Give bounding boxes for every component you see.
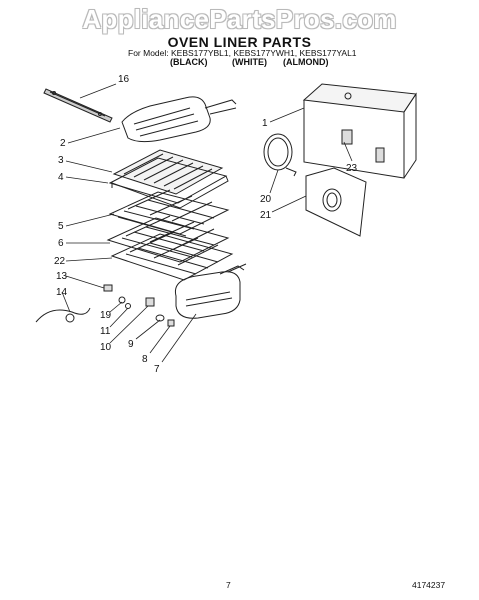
part-16-bracket bbox=[43, 88, 113, 123]
callout-19: 19 bbox=[100, 310, 112, 321]
model-numbers: For Model: KEBS177YBL1, KEBS177YWH1, KEB… bbox=[128, 48, 357, 58]
callout-8: 8 bbox=[142, 354, 148, 365]
leader-lines bbox=[61, 83, 353, 363]
part-21-rear-panel bbox=[305, 167, 367, 237]
callout-2: 2 bbox=[60, 138, 66, 149]
callout-10: 10 bbox=[100, 342, 112, 353]
callout-9: 9 bbox=[128, 339, 134, 350]
part-22-rack bbox=[110, 231, 234, 281]
callout-21: 21 bbox=[260, 210, 272, 221]
page-title: OVEN LINER PARTS bbox=[167, 34, 312, 50]
callout-7: 7 bbox=[154, 364, 160, 375]
part-20-fan-ring bbox=[263, 133, 297, 177]
callout-20: 20 bbox=[260, 194, 272, 205]
callout-4: 4 bbox=[58, 172, 64, 183]
doc-number: 4174237 bbox=[412, 580, 446, 590]
callout-16: 16 bbox=[118, 74, 130, 85]
callout-14: 14 bbox=[56, 287, 68, 298]
callout-23: 23 bbox=[346, 163, 358, 174]
part-7-broil-element bbox=[174, 263, 247, 319]
callout-1: 1 bbox=[262, 118, 268, 129]
part-3-broiler-pan bbox=[112, 149, 224, 195]
part-5-oven-rack bbox=[108, 189, 230, 237]
color-almond: (ALMOND) bbox=[283, 57, 329, 67]
callout-3: 3 bbox=[58, 155, 64, 166]
part-6-oven-rack bbox=[106, 215, 230, 263]
callout-13: 13 bbox=[56, 271, 68, 282]
callout-5: 5 bbox=[58, 221, 64, 232]
callout-11: 11 bbox=[100, 326, 111, 337]
color-black: (BLACK) bbox=[170, 57, 208, 67]
callout-6: 6 bbox=[58, 238, 64, 249]
part-2-bake-element bbox=[121, 96, 237, 143]
callout-22: 22 bbox=[54, 256, 66, 267]
watermark: AppliancePartsPros.com bbox=[82, 4, 397, 34]
small-parts bbox=[35, 284, 175, 327]
page-number: 7 bbox=[226, 580, 231, 590]
part-1-oven-liner bbox=[302, 83, 417, 179]
color-white: (WHITE) bbox=[232, 57, 267, 67]
